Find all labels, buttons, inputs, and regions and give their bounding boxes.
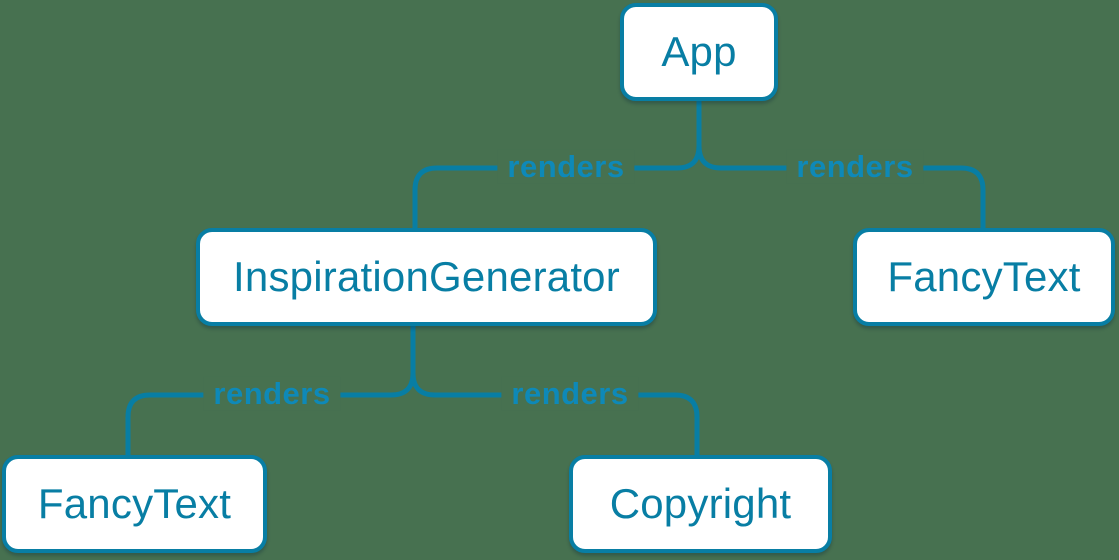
edge-label-renders-left-bottom: renders	[203, 376, 341, 412]
node-fancy-text-top-label: FancyText	[887, 253, 1081, 300]
edge-label-renders-left-top: renders	[497, 149, 635, 185]
edge-label-renders-right-top: renders	[786, 149, 924, 185]
node-inspiration-generator: InspirationGenerator	[196, 228, 657, 326]
node-inspiration-generator-label: InspirationGenerator	[233, 253, 620, 300]
node-fancy-text-bottom: FancyText	[2, 455, 267, 553]
edge-label-renders-right-bottom: renders	[501, 376, 639, 412]
node-copyright-label: Copyright	[609, 480, 792, 527]
node-copyright: Copyright	[569, 455, 832, 553]
node-app-label: App	[661, 28, 737, 75]
node-fancy-text-bottom-label: FancyText	[37, 480, 232, 527]
node-app: App	[620, 3, 778, 101]
node-fancy-text-top: FancyText	[853, 228, 1115, 326]
